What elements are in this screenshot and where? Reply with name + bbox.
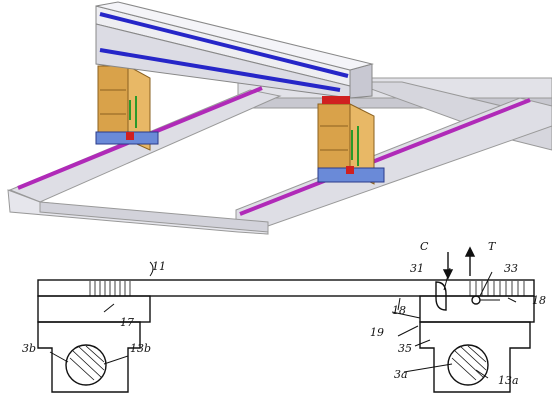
label-13a: 13a [498,374,519,387]
reference-numerals: 11 C T 31 33 18 18 17 19 35 3b 13b 3a 13… [22,240,546,387]
beam-blue-stripe-top [99,12,349,78]
label-3a: 3a [394,368,408,381]
label-c: C [420,240,429,253]
patent-line-drawing [37,246,535,393]
beam-blue-stripe-bottom [99,48,341,92]
label-18-right: 18 [532,294,546,307]
block-13a [419,321,531,393]
pin-33 [471,295,481,305]
label-11: 11 [152,260,166,273]
hatching-right [469,281,525,296]
right-end-body [419,295,535,323]
right-magenta-rail [239,98,531,216]
right-carriage [317,103,385,185]
slot-31 [435,281,447,311]
label-35: 35 [398,342,412,355]
hatching-left [89,281,131,296]
rail-3a [447,344,489,386]
label-3b: 3b [22,342,36,355]
label-18-left: 18 [392,304,406,317]
gantry-beam [95,1,374,104]
label-33: 33 [504,262,518,275]
beam-11 [37,279,535,297]
label-17: 17 [120,316,134,329]
label-19: 19 [370,326,384,339]
rail-3b [65,344,107,386]
gantry-3d-render [7,1,552,235]
left-carriage [95,65,159,151]
block-13b [37,321,141,393]
right-long-rail [235,97,552,227]
label-13b: 13b [130,342,151,355]
label-t: T [488,240,497,253]
label-31: 31 [410,262,424,275]
